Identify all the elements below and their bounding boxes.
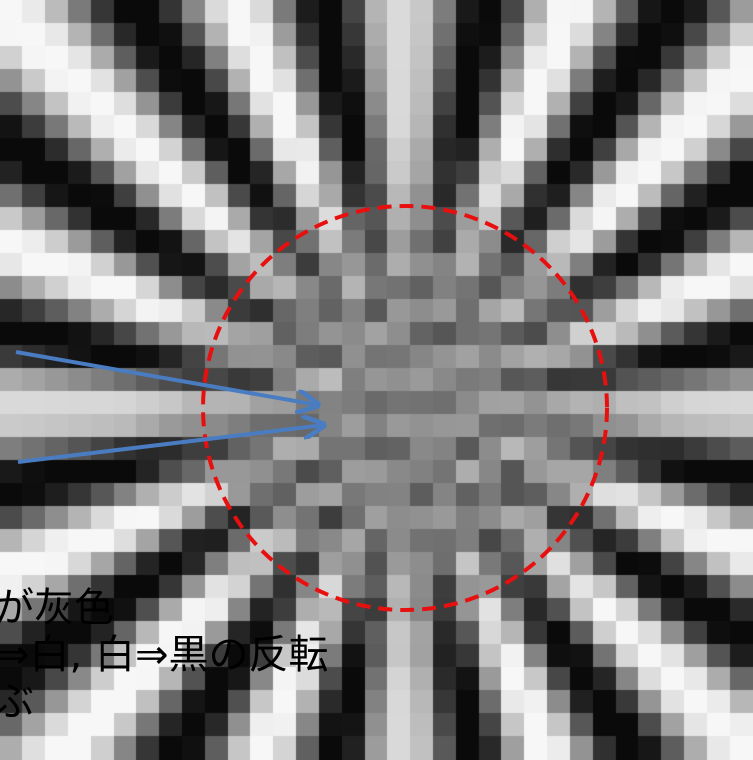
annotation-line-2: ⇒白, 白⇒黒の反転: [0, 632, 329, 678]
annotation-line-1: が灰色: [0, 585, 114, 631]
arrow-upper: [15, 350, 318, 405]
annotation-line-3: ぶ: [0, 679, 34, 725]
center-region-circle: [201, 204, 609, 612]
arrow-lower: [17, 425, 324, 464]
